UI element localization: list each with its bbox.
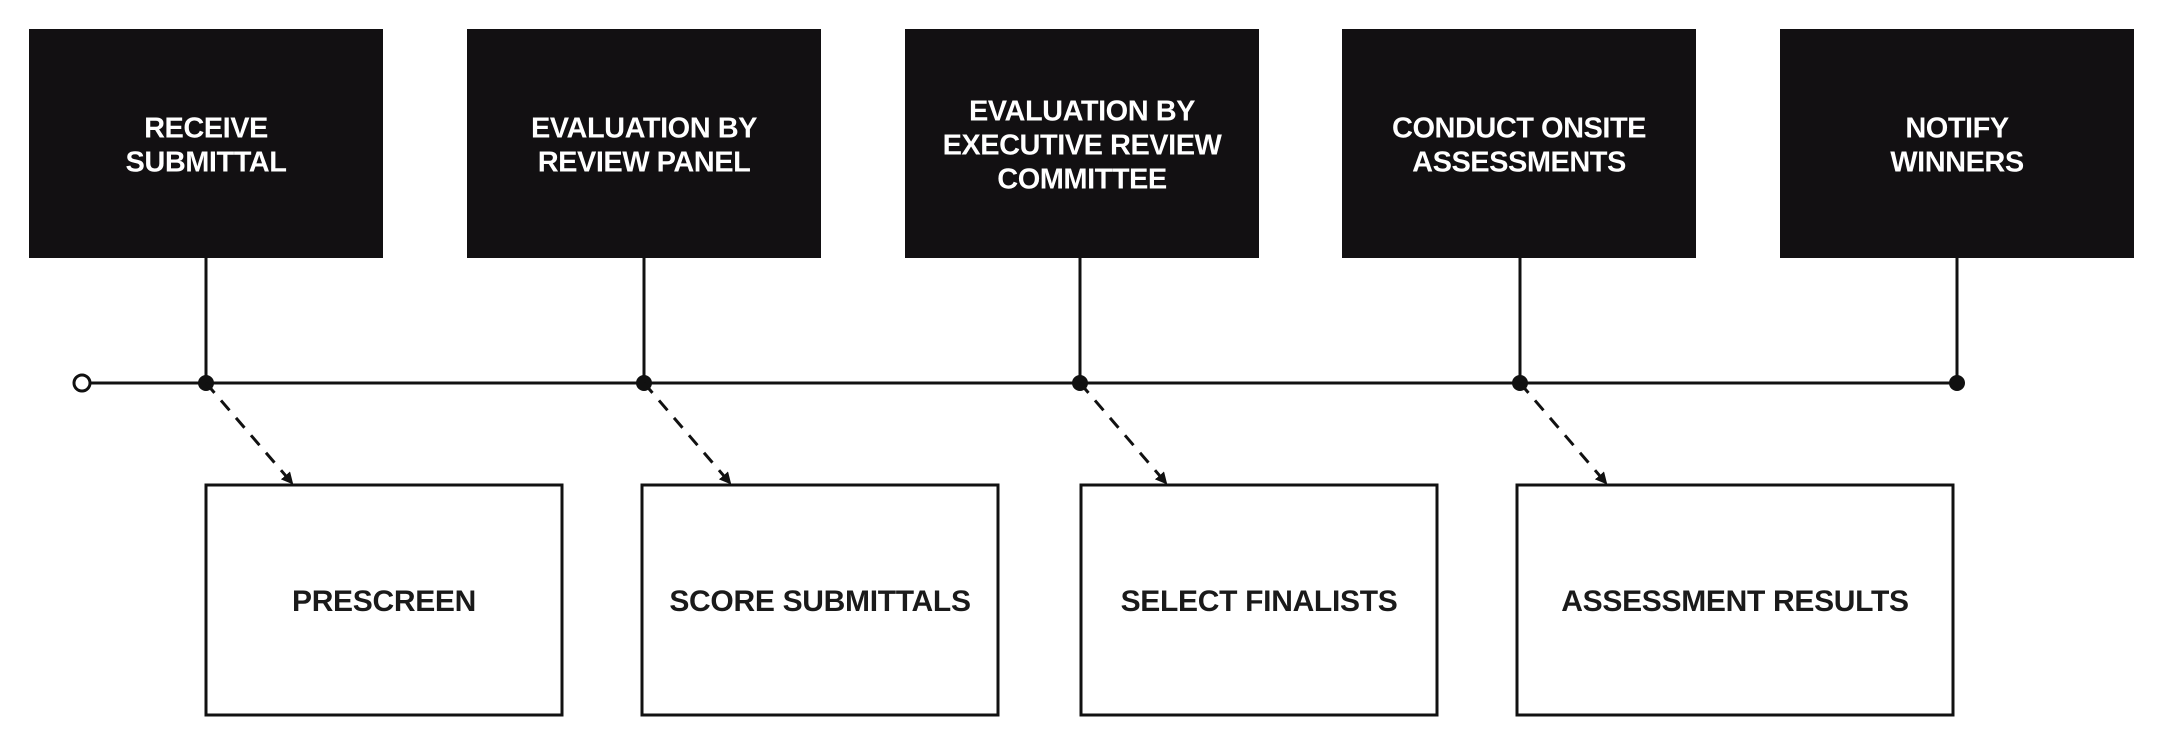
top-step-box-5 <box>1780 29 2134 258</box>
bottom-step-label-3: SELECT FINALISTS <box>1121 585 1398 618</box>
timeline-start-marker <box>72 373 92 393</box>
top-step-label-1-line-1: RECEIVE <box>144 113 268 145</box>
top-step-box-4 <box>1342 29 1696 258</box>
bottom-step-label-2: SCORE SUBMITTALS <box>669 585 970 618</box>
top-step-label-5-line-2: WINNERS <box>1890 147 2024 179</box>
bottom-step-label-1: PRESCREEN <box>292 585 476 618</box>
bottom-step-box-3 <box>1079 483 1439 717</box>
top-step-label-4-line-2: ASSESSMENTS <box>1412 147 1626 179</box>
dashed-arrow-2 <box>642 382 732 485</box>
bottom-step-box-2 <box>640 483 1000 717</box>
bottom-step-label-4: ASSESSMENT RESULTS <box>1561 585 1908 618</box>
top-step-label-5-line-1: NOTIFY <box>1905 113 2008 145</box>
top-step-box-1 <box>29 29 383 258</box>
dashed-arrow-3 <box>1078 382 1168 485</box>
timeline-node-5 <box>1949 375 1965 391</box>
top-step-label-2-line-2: REVIEW PANEL <box>538 147 751 179</box>
top-step-label-3-line-3: COMMITTEE <box>997 164 1167 196</box>
bottom-step-box-1 <box>204 483 564 717</box>
top-step-box-2 <box>467 29 821 258</box>
top-step-label-1-line-2: SUBMITTAL <box>126 147 287 179</box>
top-step-label-3-line-2: EXECUTIVE REVIEW <box>943 130 1223 162</box>
top-step-label-3-line-1: EVALUATION BY <box>969 96 1195 128</box>
bottom-step-box-4 <box>1515 483 1955 717</box>
top-step-label-4-line-1: CONDUCT ONSITE <box>1392 113 1646 145</box>
top-step-box-3 <box>905 29 1259 258</box>
dashed-arrow-4 <box>1518 382 1608 485</box>
dashed-arrow-1 <box>204 382 294 485</box>
top-step-label-2-line-1: EVALUATION BY <box>531 113 757 145</box>
